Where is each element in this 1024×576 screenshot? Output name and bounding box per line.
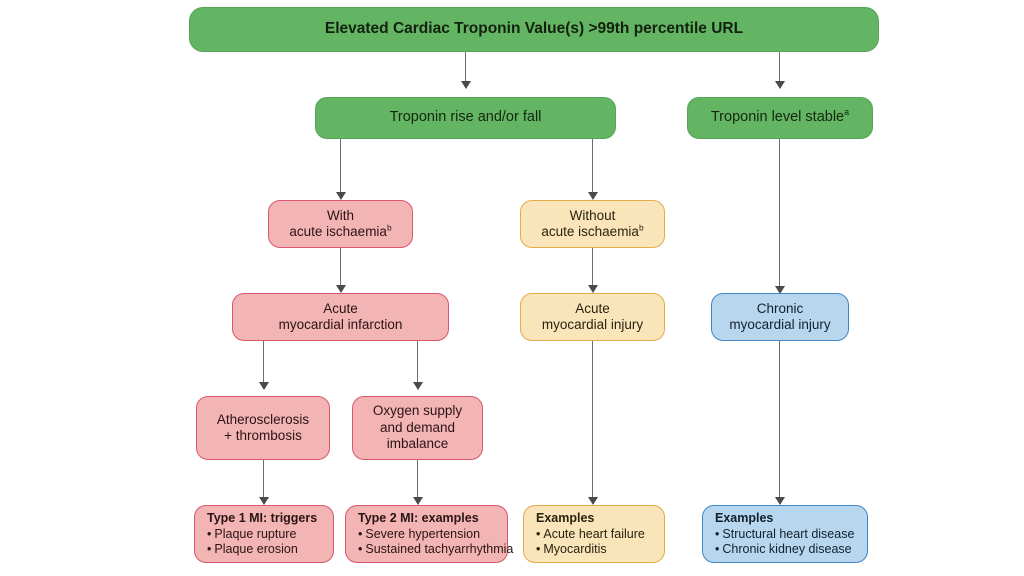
node-troponin-rise-fall: Troponin rise and/or fall: [315, 97, 616, 139]
node-oxygen-line1: Oxygen supply: [372, 403, 463, 419]
node-without-line2: acute ischaemiab: [541, 222, 644, 239]
footnote-marker-b-with: b: [386, 222, 392, 233]
arrowhead-ami-to-atherosclerosis: [259, 382, 269, 390]
bullet-icon: •: [207, 542, 212, 557]
node-type2-mi-examples: Type 2 MI: examples •Severe hypertension…: [345, 505, 513, 563]
arrowhead-risefall-to-without: [588, 192, 598, 200]
node-acute-myocardial-infarction: Acute myocardial infarction: [232, 293, 449, 341]
arrowhead-with-to-ami: [336, 285, 346, 293]
node-troponin-rise-fall-label: Troponin rise and/or fall: [389, 109, 542, 126]
connector-stable-to-chronic: [779, 139, 781, 287]
connector-oxygen-to-type2: [417, 460, 419, 498]
node-oxygen-line3: imbalance: [386, 436, 449, 452]
node-oxygen-line2: and demand: [379, 419, 456, 435]
connector-atherosclerosis-to-type1: [263, 460, 265, 498]
list-item: •Plaque rupture: [207, 527, 325, 542]
node-without-acute-ischaemia: Without acute ischaemiab: [520, 200, 665, 248]
type1-item-1: Plaque erosion: [214, 542, 298, 557]
node-ami-line1: Acute: [323, 300, 358, 316]
node-elevated-troponin-label: Elevated Cardiac Troponin Value(s) >99th…: [324, 20, 744, 38]
list-item: •Severe hypertension: [358, 527, 499, 542]
arrowhead-atherosclerosis-to-type1: [259, 497, 269, 505]
type2-item-0: Severe hypertension: [365, 526, 481, 541]
node-with-acute-ischaemia: With acute ischaemiab: [268, 200, 413, 248]
connector-ami-to-oxygen: [417, 341, 419, 383]
arrowhead-stable-to-chronic: [775, 286, 785, 294]
list-item: •Myocarditis: [536, 542, 656, 557]
type2-item-1: Sustained tachyarrhythmia: [365, 542, 514, 557]
arrowhead-ami-to-oxygen: [413, 382, 423, 390]
node-chronic-injury-line1: Chronic: [756, 300, 804, 316]
node-troponin-level-stable-label: Troponin level stablea: [710, 107, 850, 126]
node-oxygen-supply-demand-imbalance: Oxygen supply and demand imbalance: [352, 396, 483, 460]
node-type1-mi-triggers: Type 1 MI: triggers •Plaque rupture •Pla…: [194, 505, 334, 563]
connector-header-to-risefall: [465, 52, 467, 82]
list-item: •Chronic kidney disease: [715, 542, 859, 557]
list-item: •Acute heart failure: [536, 527, 656, 542]
acute-examples-title: Examples: [536, 510, 595, 525]
bullet-icon: •: [715, 542, 720, 557]
type2-title: Type 2 MI: examples: [358, 510, 479, 525]
node-acute-injury-line2: myocardial injury: [541, 317, 644, 332]
list-item: •Plaque erosion: [207, 542, 325, 557]
arrowhead-chronicinjury-to-examples: [775, 497, 785, 505]
bullet-icon: •: [207, 526, 212, 541]
footnote-marker-b-without: b: [638, 222, 644, 233]
bullet-icon: •: [715, 526, 720, 541]
bullet-icon: •: [536, 526, 541, 541]
node-athero-line2: + thrombosis: [224, 428, 302, 443]
chronic-examples-title: Examples: [715, 510, 774, 525]
footnote-marker-a: a: [844, 107, 850, 118]
connector-ami-to-atherosclerosis: [263, 341, 265, 383]
list-item: •Sustained tachyarrhythmia: [358, 542, 513, 557]
node-acute-injury-examples: Examples •Acute heart failure •Myocardit…: [523, 505, 665, 563]
node-without-line1: Without: [569, 207, 616, 223]
node-elevated-troponin: Elevated Cardiac Troponin Value(s) >99th…: [189, 7, 879, 52]
connector-without-to-acuteinjury: [592, 248, 594, 286]
node-chronic-injury-line2: myocardial injury: [729, 317, 831, 332]
node-atherosclerosis-thrombosis: Atherosclerosis + thrombosis: [196, 396, 330, 460]
node-chronic-injury-examples: Examples •Structural heart disease •Chro…: [702, 505, 868, 563]
type2-content: Type 2 MI: examples •Severe hypertension…: [346, 510, 513, 558]
arrowhead-risefall-to-with: [336, 192, 346, 200]
acute-examples-item-0: Acute heart failure: [543, 526, 645, 541]
arrowhead-acuteinjury-to-examples: [588, 497, 598, 505]
connector-risefall-to-without: [592, 139, 594, 193]
type1-item-0: Plaque rupture: [214, 526, 297, 541]
chronic-examples-content: Examples •Structural heart disease •Chro…: [703, 511, 867, 558]
bullet-icon: •: [536, 542, 541, 557]
connector-header-to-stable: [779, 52, 781, 82]
chronic-examples-item-0: Structural heart disease: [722, 526, 855, 541]
node-acute-myocardial-injury: Acute myocardial injury: [520, 293, 665, 341]
arrowhead-header-to-risefall: [461, 81, 471, 89]
node-chronic-myocardial-injury: Chronic myocardial injury: [711, 293, 849, 341]
node-ami-line2: myocardial infarction: [278, 317, 403, 332]
connector-with-to-ami: [340, 248, 342, 286]
connector-chronicinjury-to-examples: [779, 341, 781, 498]
connector-acuteinjury-to-examples: [592, 341, 594, 498]
node-with-line1: With: [327, 207, 354, 223]
arrowhead-without-to-acuteinjury: [588, 285, 598, 293]
type1-content: Type 1 MI: triggers •Plaque rupture •Pla…: [195, 511, 333, 558]
type1-title: Type 1 MI: triggers: [207, 510, 318, 525]
chronic-examples-item-1: Chronic kidney disease: [722, 542, 852, 557]
acute-examples-content: Examples •Acute heart failure •Myocardit…: [524, 511, 664, 558]
node-with-line2: acute ischaemiab: [289, 222, 392, 239]
acute-examples-item-1: Myocarditis: [543, 542, 607, 557]
arrowhead-oxygen-to-type2: [413, 497, 423, 505]
node-troponin-level-stable: Troponin level stablea: [687, 97, 873, 139]
bullet-icon: •: [358, 542, 363, 557]
node-athero-line1: Atherosclerosis: [216, 411, 310, 427]
bullet-icon: •: [358, 526, 363, 541]
arrowhead-header-to-stable: [775, 81, 785, 89]
connector-risefall-to-with: [340, 139, 342, 193]
node-acute-injury-line1: Acute: [575, 300, 610, 316]
list-item: •Structural heart disease: [715, 527, 859, 542]
